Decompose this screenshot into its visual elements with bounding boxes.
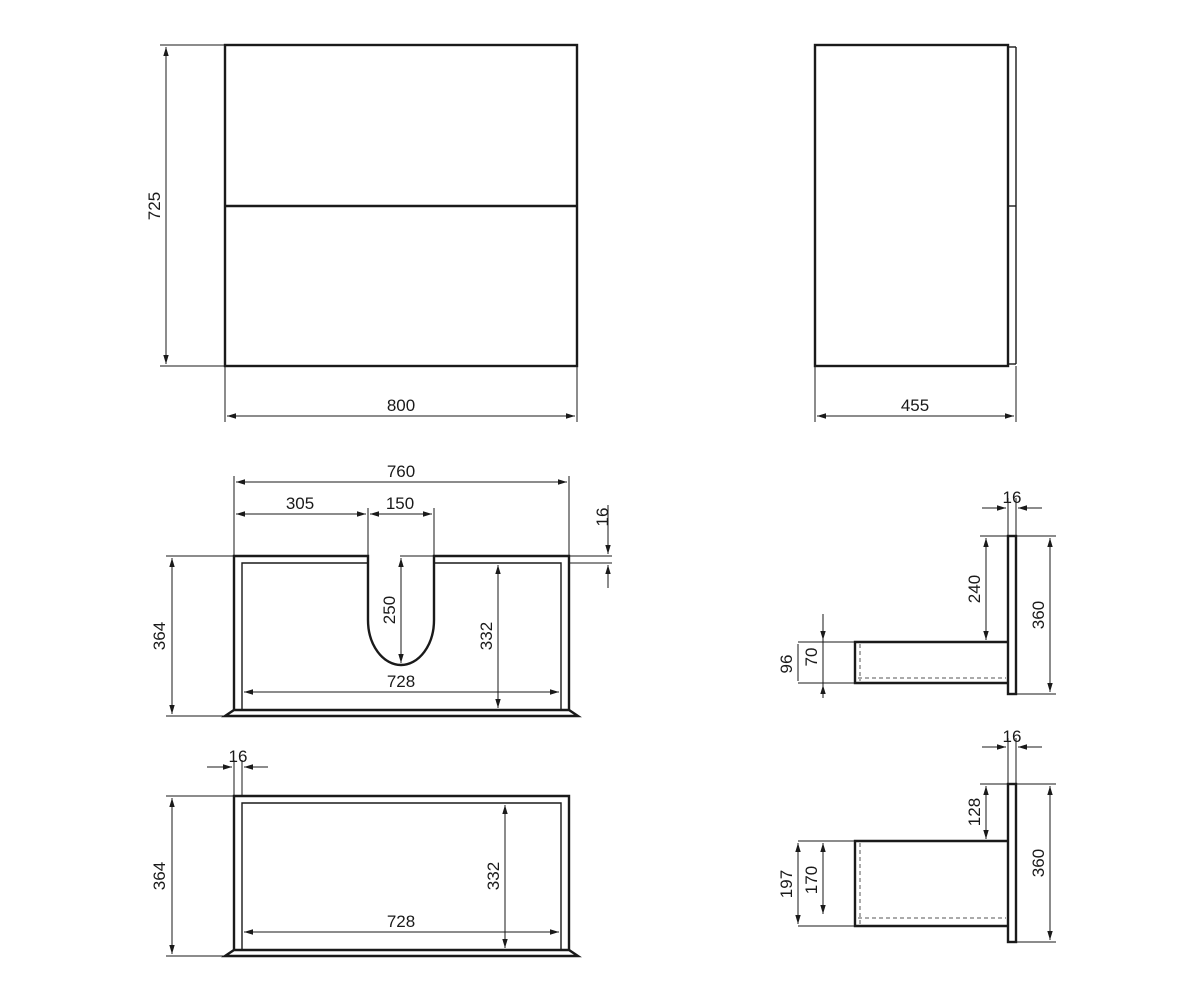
dbs-thickness-label: 16 — [1003, 727, 1022, 746]
drawer-top-plan: 760 305 150 16 250 332 728 364 — [150, 462, 612, 718]
dts-front-panel — [1006, 534, 1018, 696]
drawer-top-base — [221, 708, 582, 718]
dt-overall-width-label: 760 — [387, 462, 415, 481]
db-inner-width-label: 728 — [387, 912, 415, 931]
drawer-bottom-inner-outline — [241, 802, 562, 950]
dts-thickness-label: 16 — [1003, 488, 1022, 507]
drawer-bottom-outer-outline — [232, 794, 571, 950]
drawer-top-inner-right — [434, 562, 562, 710]
drawer-top-outer-outline — [232, 554, 571, 710]
dts-drawer-box — [853, 640, 1008, 685]
dt-cutout-depth-label: 250 — [380, 596, 399, 624]
dbs-height-label: 360 — [1029, 849, 1048, 877]
side-view: 455 — [813, 43, 1017, 422]
drawer-bottom-base — [221, 948, 582, 958]
dbs-drawer-box — [853, 839, 1008, 928]
dt-thickness-label: 16 — [593, 508, 612, 527]
dt-outer-depth-label: 364 — [150, 622, 169, 650]
dbs-recess-label: 128 — [965, 798, 984, 826]
side-cabinet-outline — [813, 43, 1010, 368]
dt-inner-depth-label: 332 — [477, 622, 496, 650]
side-depth-label: 455 — [901, 396, 929, 415]
drawer-top-inner-left — [241, 562, 368, 710]
dt-inner-width-label: 728 — [387, 672, 415, 691]
dt-cutout-offset-label: 305 — [286, 494, 314, 513]
db-inner-depth-label: 332 — [484, 862, 503, 890]
dbs-front-panel — [1006, 782, 1018, 944]
db-thickness-label: 16 — [229, 747, 248, 766]
drawer-bottom-plan: 16 364 332 728 — [150, 747, 582, 958]
drawer-bottom-section: 16 128 360 170 197 — [777, 727, 1056, 944]
dbs-opening-outer-label: 197 — [777, 870, 796, 898]
db-outer-depth-label: 364 — [150, 862, 169, 890]
dts-height-label: 360 — [1029, 601, 1048, 629]
dbs-opening-height-label: 170 — [802, 866, 821, 894]
dts-opening-outer-label: 96 — [777, 655, 796, 674]
drawer-top-section: 16 240 360 70 96 — [777, 488, 1056, 698]
front-width-label: 800 — [387, 396, 415, 415]
dts-opening-height-label: 70 — [802, 648, 821, 667]
dts-recess-label: 240 — [965, 575, 984, 603]
front-height-label: 725 — [145, 192, 164, 220]
front-view: 725 800 — [145, 43, 579, 422]
dt-cutout-width-label: 150 — [386, 494, 414, 513]
